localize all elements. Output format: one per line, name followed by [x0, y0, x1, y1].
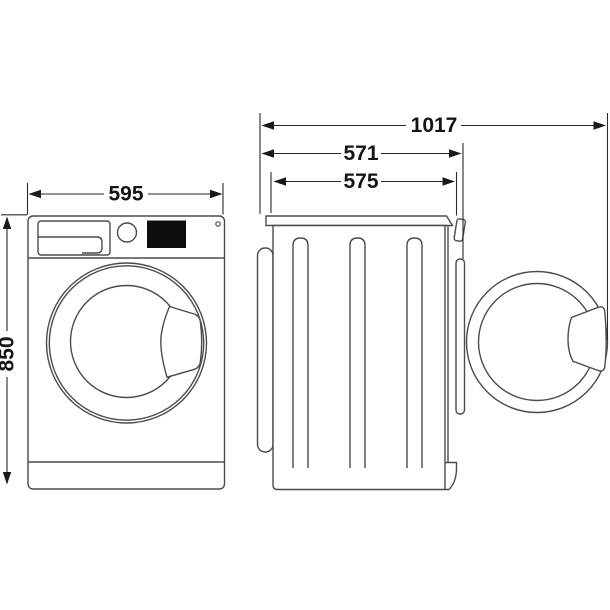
side-front-lower-panel: [445, 461, 458, 491]
dimension-label-depth-upper: 571: [343, 142, 378, 165]
open-door-handle: [567, 306, 607, 372]
detergent-drawer-handle: [38, 236, 103, 254]
arrow-left-icon: [261, 149, 274, 158]
program-knob: [116, 222, 138, 243]
arrow-right-icon: [442, 177, 455, 186]
side-groove-1: [292, 237, 309, 468]
dimension-depth-body: 575: [270, 170, 458, 216]
dimension-annotations: 595 850 1017 571: [0, 113, 609, 485]
dimension-width: 595: [26, 183, 224, 215]
dimension-depth-door-open: 1017: [259, 113, 609, 340]
arrow-down-icon: [2, 472, 12, 485]
side-top-lid: [265, 215, 454, 227]
side-rear-bulge: [256, 247, 274, 453]
detergent-drawer: [37, 220, 111, 256]
side-groove-2: [349, 237, 366, 468]
dimension-label-height: 850: [0, 336, 19, 371]
arrow-left-icon: [28, 189, 41, 199]
front-view: [27, 215, 226, 490]
dimension-label-depth-door-open: 1017: [411, 114, 458, 137]
arrow-up-icon: [2, 216, 12, 229]
door-handle: [160, 305, 203, 379]
arrow-right-icon: [210, 189, 223, 199]
arrow-right-icon: [449, 149, 462, 158]
arrow-right-icon: [593, 121, 606, 130]
door-outer-ring: [45, 262, 208, 424]
dimension-height: 850: [0, 214, 27, 485]
dimension-depth-upper: 571: [261, 142, 464, 259]
door-outer-ring-inner-line: [48, 265, 205, 421]
arrow-left-icon: [261, 121, 274, 130]
display-screen: [147, 220, 186, 248]
side-groove-3: [406, 237, 423, 468]
dimension-label-depth-body: 575: [343, 170, 378, 193]
side-view: [256, 215, 609, 491]
arrow-left-icon: [273, 177, 286, 186]
side-cabinet-outline: [272, 224, 446, 491]
dimension-label-width: 595: [108, 183, 143, 206]
open-door-outer-ring: [465, 270, 609, 414]
door-hinge-tab: [453, 218, 467, 242]
power-indicator-icon: [215, 221, 221, 227]
open-door-edge: [455, 258, 466, 415]
